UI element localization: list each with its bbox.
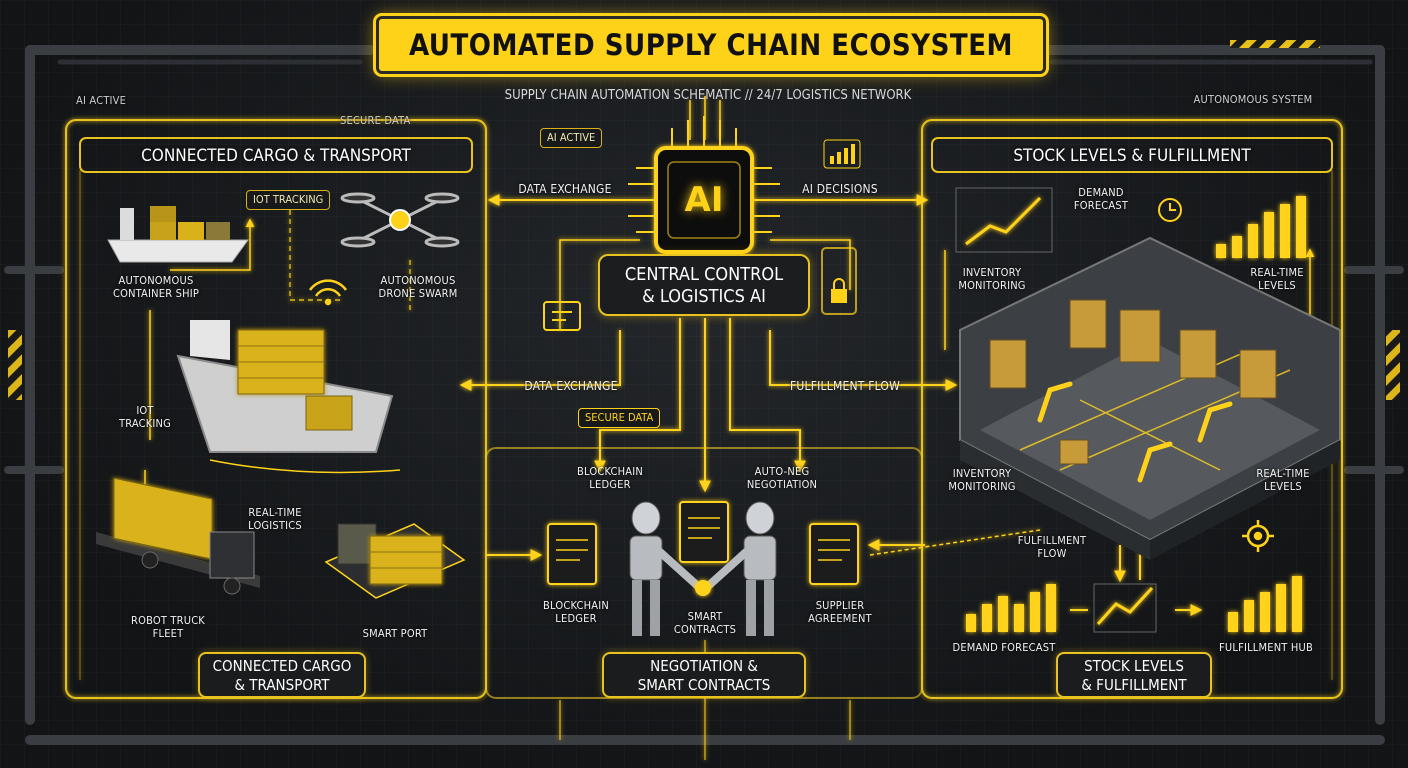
- document-icon-left: [547, 523, 597, 585]
- bar-chart-icon-top: [1216, 196, 1306, 258]
- robot-truck: [96, 477, 260, 595]
- iot-tracking-chip: IOT TRACKING: [246, 190, 331, 210]
- drone-swarm-label: AUTONOMOUS DRONE SWARM: [378, 274, 458, 300]
- ai-processor-chip: [620, 116, 788, 262]
- realtime-levels-bottom-label: REAL-TIME LEVELS: [1256, 467, 1310, 493]
- iot-tracking-label: IOT TRACKING: [118, 404, 172, 430]
- secure-data-center-chip: SECURE DATA: [578, 408, 661, 428]
- warehouse-3d: [959, 236, 1341, 560]
- ai-decisions-label: AI DECISIONS: [802, 182, 878, 196]
- clock-icon: [1158, 198, 1182, 222]
- line-chart-icon-bottom: [1093, 583, 1157, 633]
- drone: [340, 192, 460, 248]
- wifi-icon: [308, 279, 348, 306]
- fulfillment-hub-label: FULFILLMENT HUB: [1219, 641, 1313, 654]
- data-exchange-top-label: DATA EXCHANGE: [518, 182, 612, 196]
- ai-active-badge-center: AI ACTIVE: [540, 128, 603, 148]
- robot-truck-label: ROBOT TRUCK FLEET: [131, 614, 205, 640]
- handshake-glow: [695, 580, 711, 596]
- right-panel-title: STOCK LEVELS & FULFILLMENT: [1013, 146, 1251, 166]
- bar-chart-icon-bottom-right: [1228, 576, 1302, 632]
- demand-forecast-bottom-label: DEMAND FORECAST: [952, 641, 1056, 654]
- frame-hazard-strips: [8, 40, 1400, 400]
- demand-forecast-top-label: DEMAND FORECAST: [1073, 186, 1129, 212]
- left-panel-plate: CONNECTED CARGO & TRANSPORT: [198, 652, 366, 698]
- gear-icon: [1242, 520, 1274, 552]
- ai-chip-label: AI: [684, 180, 724, 220]
- central-control-box: CENTRAL CONTROL & LOGISTICS AI: [598, 254, 810, 316]
- blockchain-ledger-bottom-label: BLOCKCHAIN LEDGER: [543, 599, 609, 625]
- frame-pipes: [4, 45, 1404, 745]
- smart-contracts-label: SMART CONTRACTS: [673, 610, 737, 636]
- container-ship-label: AUTONOMOUS CONTAINER SHIP: [112, 274, 200, 300]
- robot-right: [702, 501, 777, 636]
- ledger-box-icon: [543, 301, 581, 331]
- left-panel-title: CONNECTED CARGO & TRANSPORT: [141, 146, 411, 166]
- blockchain-ledger-top-label: BLOCKCHAIN LEDGER: [577, 465, 643, 491]
- bar-chart-icon-bottom-left: [966, 584, 1056, 632]
- ai-active-badge-top: AI ACTIVE: [76, 94, 127, 107]
- secure-data-badge-top: SECURE DATA: [340, 114, 411, 127]
- smart-port-label: SMART PORT: [362, 627, 428, 640]
- diagram-title: AUTOMATED SUPPLY CHAIN ECOSYSTEM: [376, 16, 1046, 74]
- inventory-monitoring-top-label: INVENTORY MONITORING: [958, 266, 1026, 292]
- right-panel-plate: STOCK LEVELS & FULFILLMENT: [1056, 652, 1212, 698]
- diagram-subtitle: SUPPLY CHAIN AUTOMATION SCHEMATIC // 24/…: [504, 88, 912, 103]
- line-chart-icon-top: [955, 187, 1053, 253]
- cargo-ship-large: [176, 320, 401, 474]
- smart-port: [324, 523, 466, 599]
- realtime-levels-top-label: REAL-TIME LEVELS: [1250, 266, 1304, 292]
- robot-left: [629, 501, 704, 636]
- document-icon-center: [679, 501, 729, 563]
- inventory-monitoring-bottom-label: INVENTORY MONITORING: [948, 467, 1016, 493]
- data-exchange-mid-label: DATA EXCHANGE: [524, 379, 618, 393]
- signal-bars-icon: [823, 139, 861, 169]
- document-icon-right: [809, 523, 859, 585]
- container-ship-small: [107, 206, 249, 263]
- supplier-agreement-label: SUPPLIER AGREEMENT: [808, 599, 872, 625]
- padlock-icon: [821, 247, 857, 315]
- realtime-logistics-label: REAL-TIME LOGISTICS: [248, 506, 302, 532]
- fulfillment-flow-center-label: FULFILLMENT FLOW: [790, 379, 900, 393]
- autonomous-system-badge: AUTONOMOUS SYSTEM: [1193, 93, 1313, 106]
- middle-panel-plate: NEGOTIATION & SMART CONTRACTS: [602, 652, 806, 698]
- auto-negotiation-label: AUTO-NEG NEGOTIATION: [746, 465, 818, 491]
- fulfillment-flow-right-label: FULFILLMENT FLOW: [1017, 534, 1087, 560]
